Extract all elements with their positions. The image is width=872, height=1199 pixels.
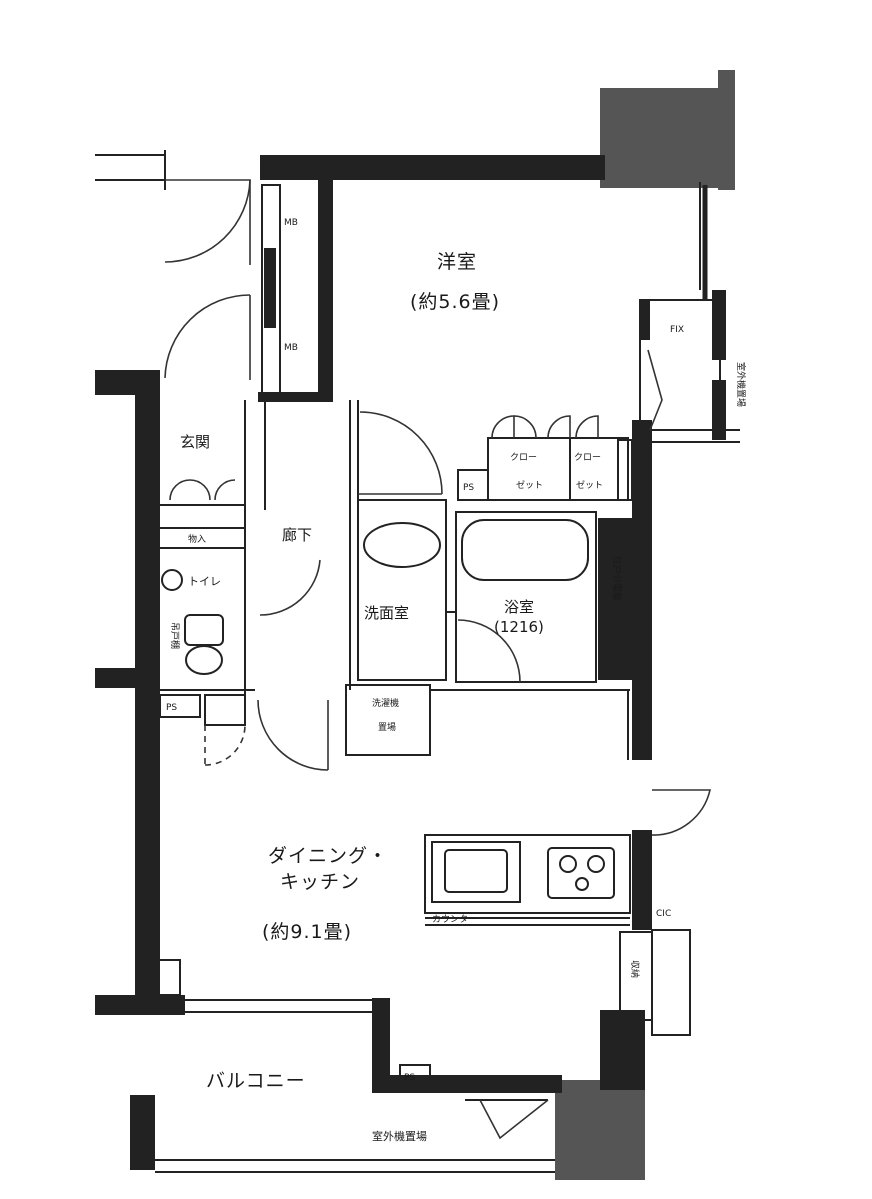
label-ps-toilet: PS: [166, 703, 177, 713]
partitions: [95, 150, 740, 1173]
label-closet-right-1: クロー: [574, 452, 601, 463]
label-washroom: 洗面室: [364, 604, 409, 622]
label-dining-kitchen-1: ダイニング・: [268, 845, 388, 867]
label-balcony: バルコニー: [206, 1070, 306, 1092]
label-toilet-shelf: 吊戸棚: [169, 622, 181, 649]
label-western-room-size: (約5.6畳): [410, 291, 500, 313]
fixture-labels: MB MB FIX クロー ゼット クロー ゼット PS PS PS 物入 洗濯…: [166, 218, 747, 1143]
label-storage: 物入: [188, 533, 206, 545]
label-dining-kitchen-2: キッチン: [280, 871, 360, 893]
label-pantry: 収納: [629, 960, 641, 978]
label-washer-space-2: 置場: [378, 721, 396, 733]
label-distribution-board: 住戸分電盤: [611, 556, 623, 601]
label-outdoor-unit-bottom: 室外機置場: [372, 1129, 427, 1143]
label-closet-left-1: クロー: [510, 452, 537, 463]
label-washer-space-1: 洗濯機: [372, 697, 399, 709]
label-ck: CIC: [656, 909, 671, 919]
label-ps-balcony: PS: [404, 1073, 415, 1083]
label-dining-kitchen-size: (約9.1畳): [262, 921, 352, 943]
label-fix-window: FIX: [670, 325, 684, 335]
room-labels: 洋室 (約5.6畳) 玄関 廊下 トイレ 洗面室 浴室 (1216) ダイニング…: [180, 251, 544, 1092]
label-entrance: 玄関: [180, 433, 210, 451]
label-counter: カウンター: [432, 914, 477, 925]
label-ps-upper: PS: [463, 483, 474, 493]
label-bathroom: 浴室: [504, 598, 534, 616]
label-outdoor-unit-top: 室外機置場: [735, 362, 747, 407]
label-mb-lower: MB: [284, 343, 298, 353]
label-bathroom-size: (1216): [494, 618, 544, 636]
structural-walls: [95, 70, 735, 1180]
label-mb-upper: MB: [284, 218, 298, 228]
label-western-room: 洋室: [437, 251, 477, 273]
label-closet-left-2: ゼット: [516, 479, 543, 491]
label-closet-right-2: ゼット: [576, 479, 603, 491]
label-toilet: トイレ: [188, 575, 221, 588]
label-hallway: 廊下: [282, 526, 312, 544]
doors: [161, 179, 712, 1140]
